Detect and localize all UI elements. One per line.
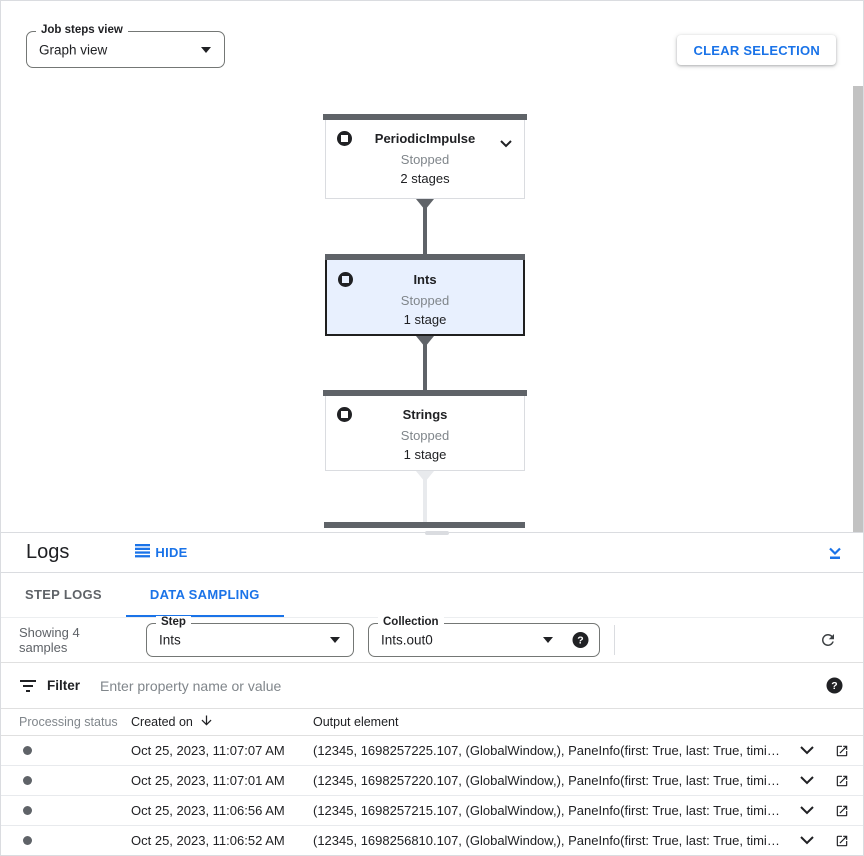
dropdown-arrow-icon <box>543 637 553 643</box>
clear-selection-button[interactable]: CLEAR SELECTION <box>677 35 836 65</box>
job-steps-view-label: Job steps view <box>36 24 128 36</box>
created-on-cell: Oct 25, 2023, 11:06:52 AM <box>131 833 285 848</box>
help-icon[interactable]: ? <box>572 632 589 649</box>
stop-circle-icon <box>336 406 353 429</box>
collection-select-label: Collection <box>378 616 444 628</box>
logs-panel-title: Logs <box>26 541 70 563</box>
help-icon[interactable]: ? <box>826 677 843 694</box>
open-in-new-icon[interactable] <box>825 834 859 848</box>
refresh-icon[interactable] <box>819 631 837 649</box>
created-on-cell: Oct 25, 2023, 11:06:56 AM <box>131 803 285 818</box>
collapse-panel-icon[interactable] <box>827 545 843 561</box>
column-output-element: Output element <box>313 715 399 729</box>
collection-select-value: Ints.out0 <box>381 632 433 648</box>
graph-node-strings[interactable]: Strings Stopped 1 stage <box>323 390 527 471</box>
output-element-cell: (12345, 1698256810.107, (GlobalWindow,),… <box>313 833 789 848</box>
svg-text:?: ? <box>831 680 837 692</box>
table-row: Oct 25, 2023, 11:06:52 AM (12345, 169825… <box>1 826 863 855</box>
node-top-bar <box>325 254 525 260</box>
filter-input[interactable] <box>100 677 826 694</box>
hide-list-icon <box>135 544 151 561</box>
node-title: PeriodicImpulse <box>374 131 476 146</box>
graph-scrollbar[interactable] <box>853 86 863 532</box>
filter-bar: Filter ? <box>1 663 863 709</box>
divider <box>614 625 615 655</box>
column-processing-status: Processing status <box>19 715 118 729</box>
node-stages: 2 stages <box>400 171 450 186</box>
created-on-cell: Oct 25, 2023, 11:07:07 AM <box>131 743 285 758</box>
filter-list-icon <box>20 679 36 692</box>
open-in-new-icon[interactable] <box>825 804 859 818</box>
node-status: Stopped <box>400 428 450 443</box>
step-select[interactable]: Step Ints <box>146 616 354 657</box>
svg-text:?: ? <box>577 635 583 647</box>
dropdown-arrow-icon <box>330 637 340 643</box>
job-steps-view-value: Graph view <box>39 42 108 57</box>
chevron-down-icon[interactable] <box>500 134 512 154</box>
logs-header: Logs HIDE <box>1 533 863 573</box>
table-row: Oct 25, 2023, 11:07:01 AM (12345, 169825… <box>1 766 863 796</box>
hide-logs-button[interactable]: HIDE <box>135 544 187 561</box>
status-dot-icon <box>23 836 32 845</box>
node-stages: 1 stage <box>403 312 447 327</box>
edge <box>423 336 427 390</box>
column-created-on[interactable]: Created on <box>131 713 313 731</box>
node-status: Stopped <box>400 152 450 167</box>
output-element-cell: (12345, 1698257225.107, (GlobalWindow,),… <box>313 743 789 758</box>
expand-row-icon[interactable] <box>789 746 825 755</box>
node-top-bar <box>323 114 527 120</box>
open-in-new-icon[interactable] <box>825 774 859 788</box>
edge <box>423 199 427 254</box>
expand-row-icon[interactable] <box>789 836 825 845</box>
partial-node-fragment <box>425 531 449 535</box>
hide-label: HIDE <box>155 545 188 560</box>
collection-select[interactable]: Collection Ints.out0 ? <box>368 616 600 657</box>
edge <box>423 471 427 522</box>
node-title: Ints <box>413 272 437 287</box>
partial-node-top-bar <box>324 522 525 528</box>
job-graph-area: Job steps view Graph view CLEAR SELECTIO… <box>1 1 863 535</box>
tab-step-logs[interactable]: STEP LOGS <box>25 586 102 602</box>
status-dot-icon <box>23 776 32 785</box>
dropdown-arrow-icon <box>201 46 211 53</box>
sampling-controls: Showing 4 samples Step Ints Collection I… <box>1 616 863 663</box>
node-top-bar <box>323 390 527 396</box>
graph-node-periodicimpulse[interactable]: PeriodicImpulse Stopped 2 stages <box>323 114 527 199</box>
step-select-label: Step <box>156 616 191 628</box>
filter-label: Filter <box>47 678 81 693</box>
stop-circle-icon <box>336 130 353 153</box>
expand-row-icon[interactable] <box>789 776 825 785</box>
table-row: Oct 25, 2023, 11:06:56 AM (12345, 169825… <box>1 796 863 826</box>
status-dot-icon <box>23 806 32 815</box>
node-status: Stopped <box>400 293 450 308</box>
graph-node-ints[interactable]: Ints Stopped 1 stage <box>325 254 525 336</box>
open-in-new-icon[interactable] <box>825 744 859 758</box>
logs-tabs: STEP LOGS DATA SAMPLING <box>1 573 863 618</box>
created-on-cell: Oct 25, 2023, 11:07:01 AM <box>131 773 285 788</box>
expand-row-icon[interactable] <box>789 806 825 815</box>
node-title: Strings <box>402 407 448 422</box>
output-element-cell: (12345, 1698257215.107, (GlobalWindow,),… <box>313 803 789 818</box>
output-element-cell: (12345, 1698257220.107, (GlobalWindow,),… <box>313 773 789 788</box>
table-header: Processing status Created on Output elem… <box>1 709 863 736</box>
stop-circle-icon <box>337 271 354 294</box>
sample-count-text: Showing 4 samples <box>19 625 80 655</box>
table-row: Oct 25, 2023, 11:07:07 AM (12345, 169825… <box>1 736 863 766</box>
step-select-value: Ints <box>159 632 181 648</box>
sort-desc-icon <box>199 713 214 731</box>
tab-data-sampling[interactable]: DATA SAMPLING <box>125 573 284 617</box>
status-dot-icon <box>23 746 32 755</box>
job-steps-view-select[interactable]: Job steps view Graph view <box>26 24 225 68</box>
node-stages: 1 stage <box>403 447 447 462</box>
